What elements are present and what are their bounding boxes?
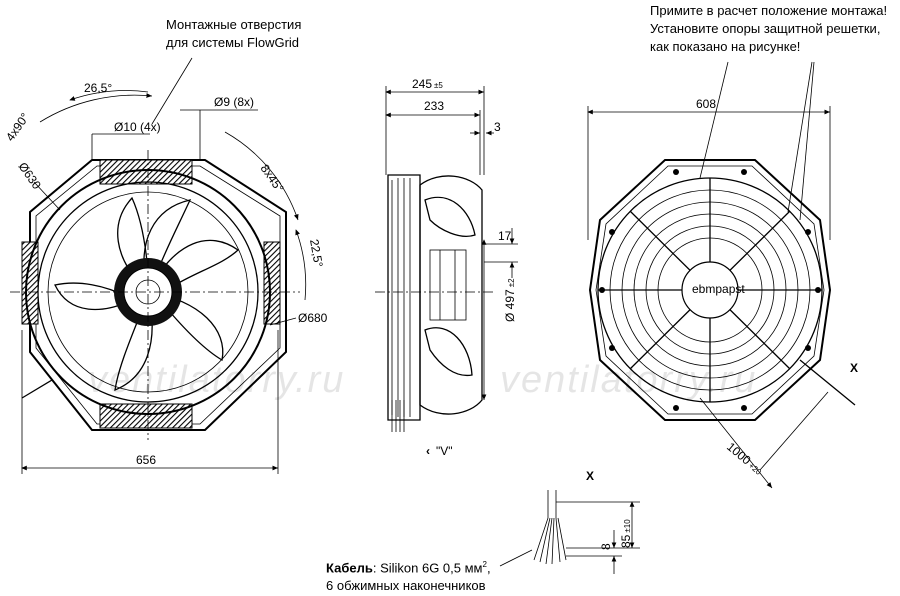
view-v-arrow: ‹ (426, 444, 430, 458)
width-608-label: 608 (696, 97, 716, 111)
side-motor-housing (387, 174, 421, 421)
side-terminal-box (429, 249, 467, 321)
mounting-holes-note: Монтажные отверстия для системы FlowGrid (166, 16, 301, 52)
brand-plate-label: ebmpapst (692, 282, 745, 296)
dia-680-label: Ø680 (298, 311, 328, 325)
watermark-left: ventilatorry.ru (88, 359, 345, 401)
side-blade-upper (424, 196, 476, 237)
angle-4x90-label: 4x90° (3, 110, 32, 143)
dim-17-label: 17 (498, 229, 512, 243)
dia-630-label: Ø630 (16, 160, 44, 192)
detail-x-marker: X (850, 361, 858, 375)
depth-245-label: 245±5 (412, 77, 443, 91)
front-hatch-left (21, 241, 39, 325)
detail-x-wires (533, 517, 567, 565)
angle-26-5-label: 26,5° (84, 81, 112, 95)
width-656-label: 656 (136, 453, 156, 467)
view-v-label: "V" (436, 444, 453, 458)
warning-line-3: как показано на рисунке! (650, 39, 801, 54)
front-cable (21, 379, 53, 399)
detail-x-dim-85: 85±10 (619, 519, 633, 548)
side-blade-lower (424, 327, 473, 377)
front-impeller (54, 196, 240, 392)
warning-line-1: Примите в расчет положение монтажа! (650, 3, 888, 18)
cable-spec: : Silikon 6G 0,5 мм (372, 560, 483, 576)
warning-note: Примите в расчет положение монтажа! Уста… (650, 2, 887, 56)
hole-d9-label: Ø9 (8x) (214, 95, 254, 109)
depth-233-label: 233 (424, 99, 444, 113)
dia-497-label: Ø 497±2 (503, 278, 517, 322)
cable-line-1: Кабель: Silikon 6G 0,5 мм2, (326, 556, 491, 577)
front-hatch-right (263, 241, 281, 325)
cable-note: Кабель: Silikon 6G 0,5 мм2, 6 обжимных н… (326, 556, 491, 595)
hole-d10-label: Ø10 (4x) (114, 120, 161, 134)
rear-cable (799, 359, 856, 406)
detail-x-dim-8: 8 (599, 543, 613, 550)
angle-22-5-label: 22,5° (307, 238, 326, 268)
cable-line-2: 6 обжимных наконечников (326, 578, 486, 594)
rear-view (587, 61, 856, 489)
cable-label: Кабель (326, 560, 373, 576)
rear-mount-points (599, 169, 821, 411)
side-nozzle (419, 175, 483, 415)
cable-length-label: 1000+20 (724, 440, 766, 478)
rear-motor-plate (681, 261, 739, 319)
cable-spec-end: , (486, 560, 491, 576)
detail-x-title: X (586, 469, 594, 483)
detail-x (499, 490, 640, 574)
side-view (375, 86, 518, 432)
mounting-holes-line-1: Монтажные отверстия (166, 17, 302, 32)
front-view (10, 57, 307, 474)
mounting-holes-line-2: для системы FlowGrid (166, 35, 300, 50)
rear-guard-outline (588, 159, 832, 421)
cable-spec-sup: 2 (482, 560, 487, 569)
dim-3-label: 3 (494, 120, 501, 134)
angle-8x45-label: 8x45° (258, 162, 287, 195)
warning-line-2: Установите опоры защитной решетки, (650, 21, 881, 36)
front-hatch-bottom (99, 403, 193, 429)
front-hatch-top (99, 159, 193, 185)
rear-guard-inner (595, 165, 825, 415)
